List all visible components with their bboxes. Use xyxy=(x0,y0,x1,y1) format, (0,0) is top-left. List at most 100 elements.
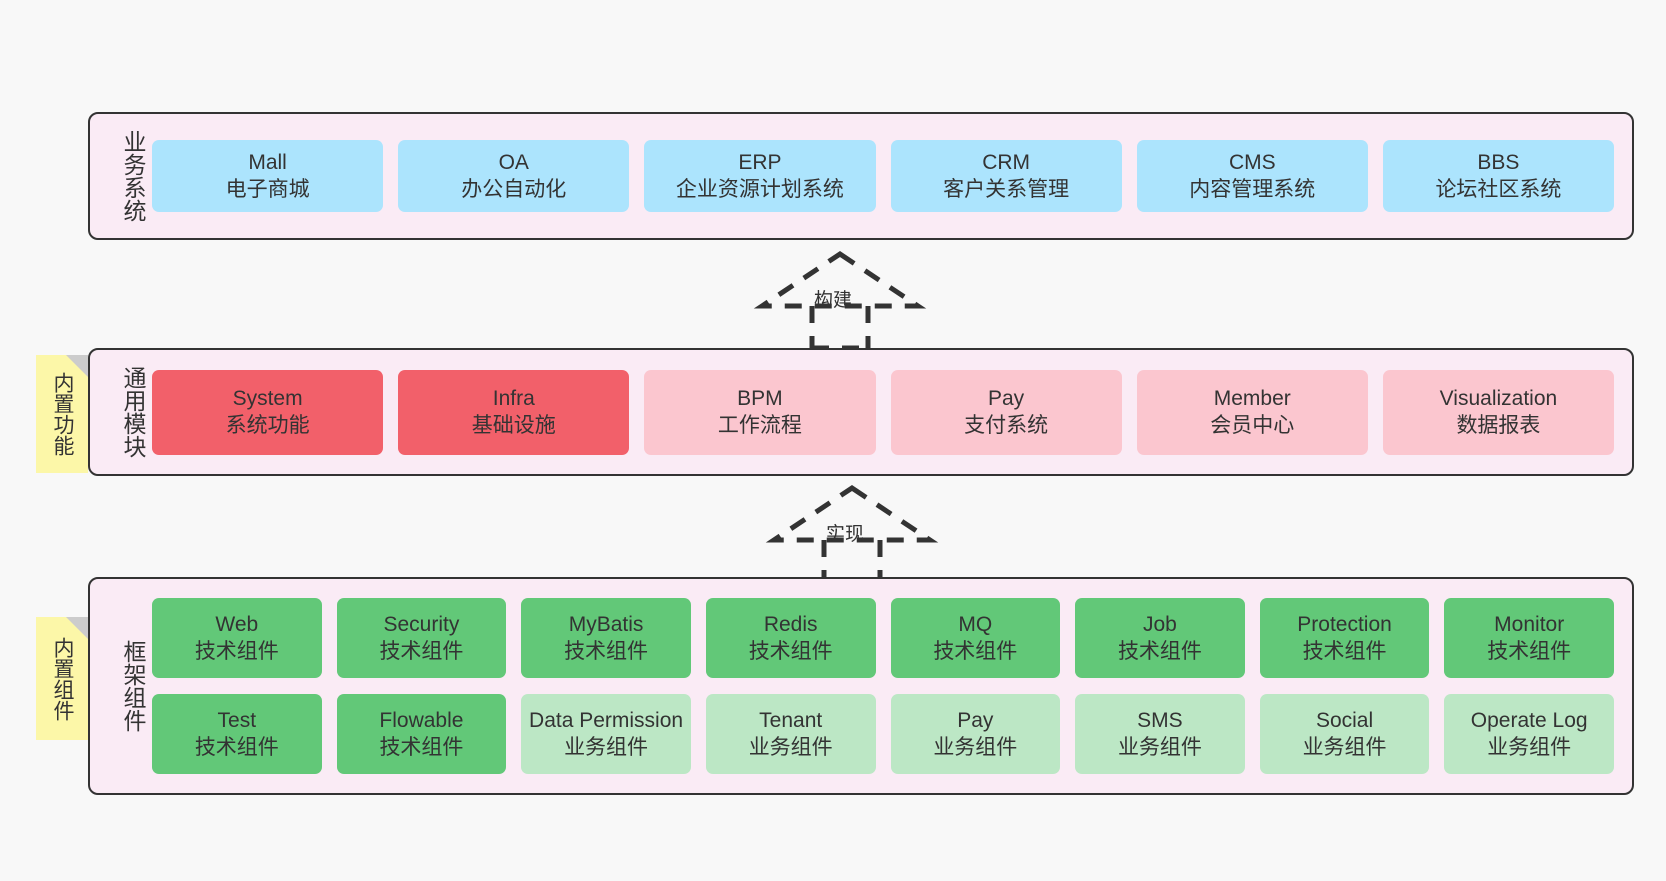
component-monitor-cn: 技术组件 xyxy=(1487,640,1572,663)
component-security-cn: 技术组件 xyxy=(379,640,464,663)
component-mybatis-en: MyBatis xyxy=(568,613,644,636)
component-pay-cn: 业务组件 xyxy=(933,736,1018,759)
module-crm[interactable]: CRM 客户关系管理 xyxy=(890,140,1122,212)
module-crm-en: CRM xyxy=(982,151,1031,174)
module-pay-en: Pay xyxy=(988,387,1025,410)
module-infra-cn: 基础设施 xyxy=(471,414,556,437)
component-social-cn: 业务组件 xyxy=(1302,736,1387,759)
module-bbs[interactable]: BBS 论坛社区系统 xyxy=(1382,140,1615,212)
module-infra[interactable]: Infra 基础设施 xyxy=(398,369,630,455)
module-erp-en: ERP xyxy=(738,151,782,174)
component-redis[interactable]: Redis 技术组件 xyxy=(705,598,876,678)
module-system[interactable]: System 系统功能 xyxy=(152,369,384,455)
component-tenant-cn: 业务组件 xyxy=(748,736,833,759)
module-pay[interactable]: Pay 支付系统 xyxy=(890,369,1122,455)
module-member-en: Member xyxy=(1213,387,1291,410)
arrow-implement-label: 实现 xyxy=(826,524,865,545)
component-data-permission[interactable]: Data Permission 业务组件 xyxy=(521,694,691,774)
layer-common-module-label: 通用模块 xyxy=(120,366,146,458)
module-cms-en: CMS xyxy=(1228,151,1276,174)
arrow-build: 构建 xyxy=(750,248,930,351)
framework-row-1: Web 技术组件 Security 技术组件 MyBatis 技术组件 Redi… xyxy=(152,598,1614,678)
module-oa-en: OA xyxy=(498,151,529,174)
component-monitor[interactable]: Monitor 技术组件 xyxy=(1444,598,1614,678)
component-redis-en: Redis xyxy=(763,613,818,636)
module-system-cn: 系统功能 xyxy=(225,414,310,437)
module-system-en: System xyxy=(232,387,303,410)
component-data-permission-cn: 业务组件 xyxy=(564,736,649,759)
module-mall[interactable]: Mall 电子商城 xyxy=(152,140,384,212)
component-web-en: Web xyxy=(215,613,259,636)
common-row: System 系统功能 Infra 基础设施 BPM 工作流程 Pay 支付系统… xyxy=(152,369,1615,455)
component-sms[interactable]: SMS 业务组件 xyxy=(1075,694,1245,774)
module-cms[interactable]: CMS 内容管理系统 xyxy=(1136,140,1368,212)
layer-common-module: 通用模块 System 系统功能 Infra 基础设施 BPM 工作流程 Pay… xyxy=(88,348,1634,476)
note-builtin-components: 内置组件 xyxy=(36,617,88,740)
module-cms-cn: 内容管理系统 xyxy=(1189,178,1316,201)
layer-framework-component-boxes: Web 技术组件 Security 技术组件 MyBatis 技术组件 Redi… xyxy=(150,579,1632,793)
component-flowable-cn: 技术组件 xyxy=(379,736,464,759)
module-bpm-cn: 工作流程 xyxy=(717,414,802,437)
module-bpm-en: BPM xyxy=(737,387,783,410)
component-tenant-en: Tenant xyxy=(759,709,823,732)
framework-row-2: Test 技术组件 Flowable 技术组件 Data Permission … xyxy=(152,694,1614,774)
module-visualization-en: Visualization xyxy=(1439,387,1558,410)
component-security[interactable]: Security 技术组件 xyxy=(336,598,507,678)
module-mall-en: Mall xyxy=(248,151,287,174)
component-test-en: Test xyxy=(217,709,257,732)
component-pay-en: Pay xyxy=(957,709,994,732)
arrow-implement: 实现 xyxy=(762,482,942,585)
component-pay[interactable]: Pay 业务组件 xyxy=(890,694,1061,774)
component-protection[interactable]: Protection 技术组件 xyxy=(1259,598,1430,678)
module-visualization-cn: 数据报表 xyxy=(1456,414,1541,437)
component-redis-cn: 技术组件 xyxy=(748,640,833,663)
component-test[interactable]: Test 技术组件 xyxy=(152,694,322,774)
component-mybatis-cn: 技术组件 xyxy=(564,640,649,663)
note-fold-corner-icon xyxy=(66,355,88,377)
component-mybatis[interactable]: MyBatis 技术组件 xyxy=(521,598,691,678)
arrow-build-label: 构建 xyxy=(814,290,853,311)
component-protection-en: Protection xyxy=(1297,613,1392,636)
component-operate-log-en: Operate Log xyxy=(1470,709,1588,732)
component-flowable-en: Flowable xyxy=(379,709,464,732)
note-builtin-features-label: 内置功能 xyxy=(51,372,74,456)
component-job-en: Job xyxy=(1143,613,1177,636)
component-test-cn: 技术组件 xyxy=(194,736,279,759)
module-crm-cn: 客户关系管理 xyxy=(943,178,1070,201)
component-tenant[interactable]: Tenant 业务组件 xyxy=(705,694,876,774)
component-web[interactable]: Web 技术组件 xyxy=(152,598,322,678)
module-erp-cn: 企业资源计划系统 xyxy=(675,178,844,201)
layer-business-system-label: 业务系统 xyxy=(120,130,146,222)
note-builtin-components-label: 内置组件 xyxy=(51,636,74,721)
note-builtin-features: 内置功能 xyxy=(36,355,88,473)
module-erp[interactable]: ERP 企业资源计划系统 xyxy=(644,140,876,212)
module-oa[interactable]: OA 办公自动化 xyxy=(398,140,630,212)
component-monitor-en: Monitor xyxy=(1494,613,1565,636)
module-visualization[interactable]: Visualization 数据报表 xyxy=(1382,369,1615,455)
layer-framework-component: 框架组件 Web 技术组件 Security 技术组件 MyBatis 技术组件… xyxy=(88,577,1634,795)
component-mq[interactable]: MQ 技术组件 xyxy=(890,598,1061,678)
component-web-cn: 技术组件 xyxy=(194,640,279,663)
component-job-cn: 技术组件 xyxy=(1117,640,1202,663)
component-job[interactable]: Job 技术组件 xyxy=(1075,598,1245,678)
module-member[interactable]: Member 会员中心 xyxy=(1136,369,1368,455)
module-oa-cn: 办公自动化 xyxy=(461,178,567,201)
component-mq-en: MQ xyxy=(958,613,993,636)
module-mall-cn: 电子商城 xyxy=(225,178,310,201)
component-social[interactable]: Social 业务组件 xyxy=(1259,694,1430,774)
component-sms-cn: 业务组件 xyxy=(1117,736,1202,759)
component-flowable[interactable]: Flowable 技术组件 xyxy=(336,694,507,774)
component-protection-cn: 技术组件 xyxy=(1302,640,1387,663)
component-security-en: Security xyxy=(383,613,460,636)
component-sms-en: SMS xyxy=(1137,709,1183,732)
note-fold-corner-icon xyxy=(66,617,88,639)
module-infra-en: Infra xyxy=(492,387,535,410)
module-bpm[interactable]: BPM 工作流程 xyxy=(644,369,876,455)
layer-business-system-boxes: Mall 电子商城 OA 办公自动化 ERP 企业资源计划系统 CRM 客户关系… xyxy=(150,114,1632,238)
module-bbs-en: BBS xyxy=(1477,151,1520,174)
component-data-permission-en: Data Permission xyxy=(529,709,684,732)
business-row: Mall 电子商城 OA 办公自动化 ERP 企业资源计划系统 CRM 客户关系… xyxy=(152,140,1615,212)
component-operate-log[interactable]: Operate Log 业务组件 xyxy=(1444,694,1614,774)
module-member-cn: 会员中心 xyxy=(1210,414,1295,437)
